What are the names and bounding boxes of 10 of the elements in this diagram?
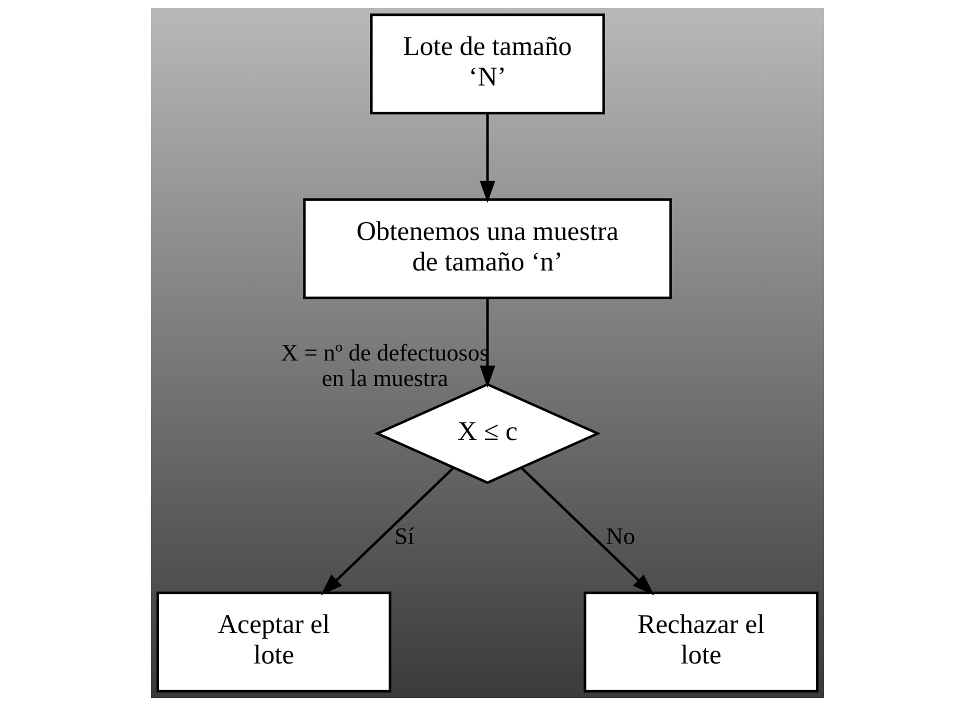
arrow xyxy=(520,466,654,596)
node-box: Aceptar el lote xyxy=(156,592,391,692)
edge-label: Sí xyxy=(394,524,414,550)
node-box: Obtenemos una muestra de tamaño ‘n’ xyxy=(302,198,672,300)
node-box: Lote de tamaño ‘N’ xyxy=(370,14,604,114)
node-box: Rechazar el lote xyxy=(583,592,818,692)
edge-label: No xyxy=(606,524,635,550)
arrow xyxy=(320,466,454,596)
arrow xyxy=(479,298,495,388)
arrow xyxy=(479,113,495,203)
